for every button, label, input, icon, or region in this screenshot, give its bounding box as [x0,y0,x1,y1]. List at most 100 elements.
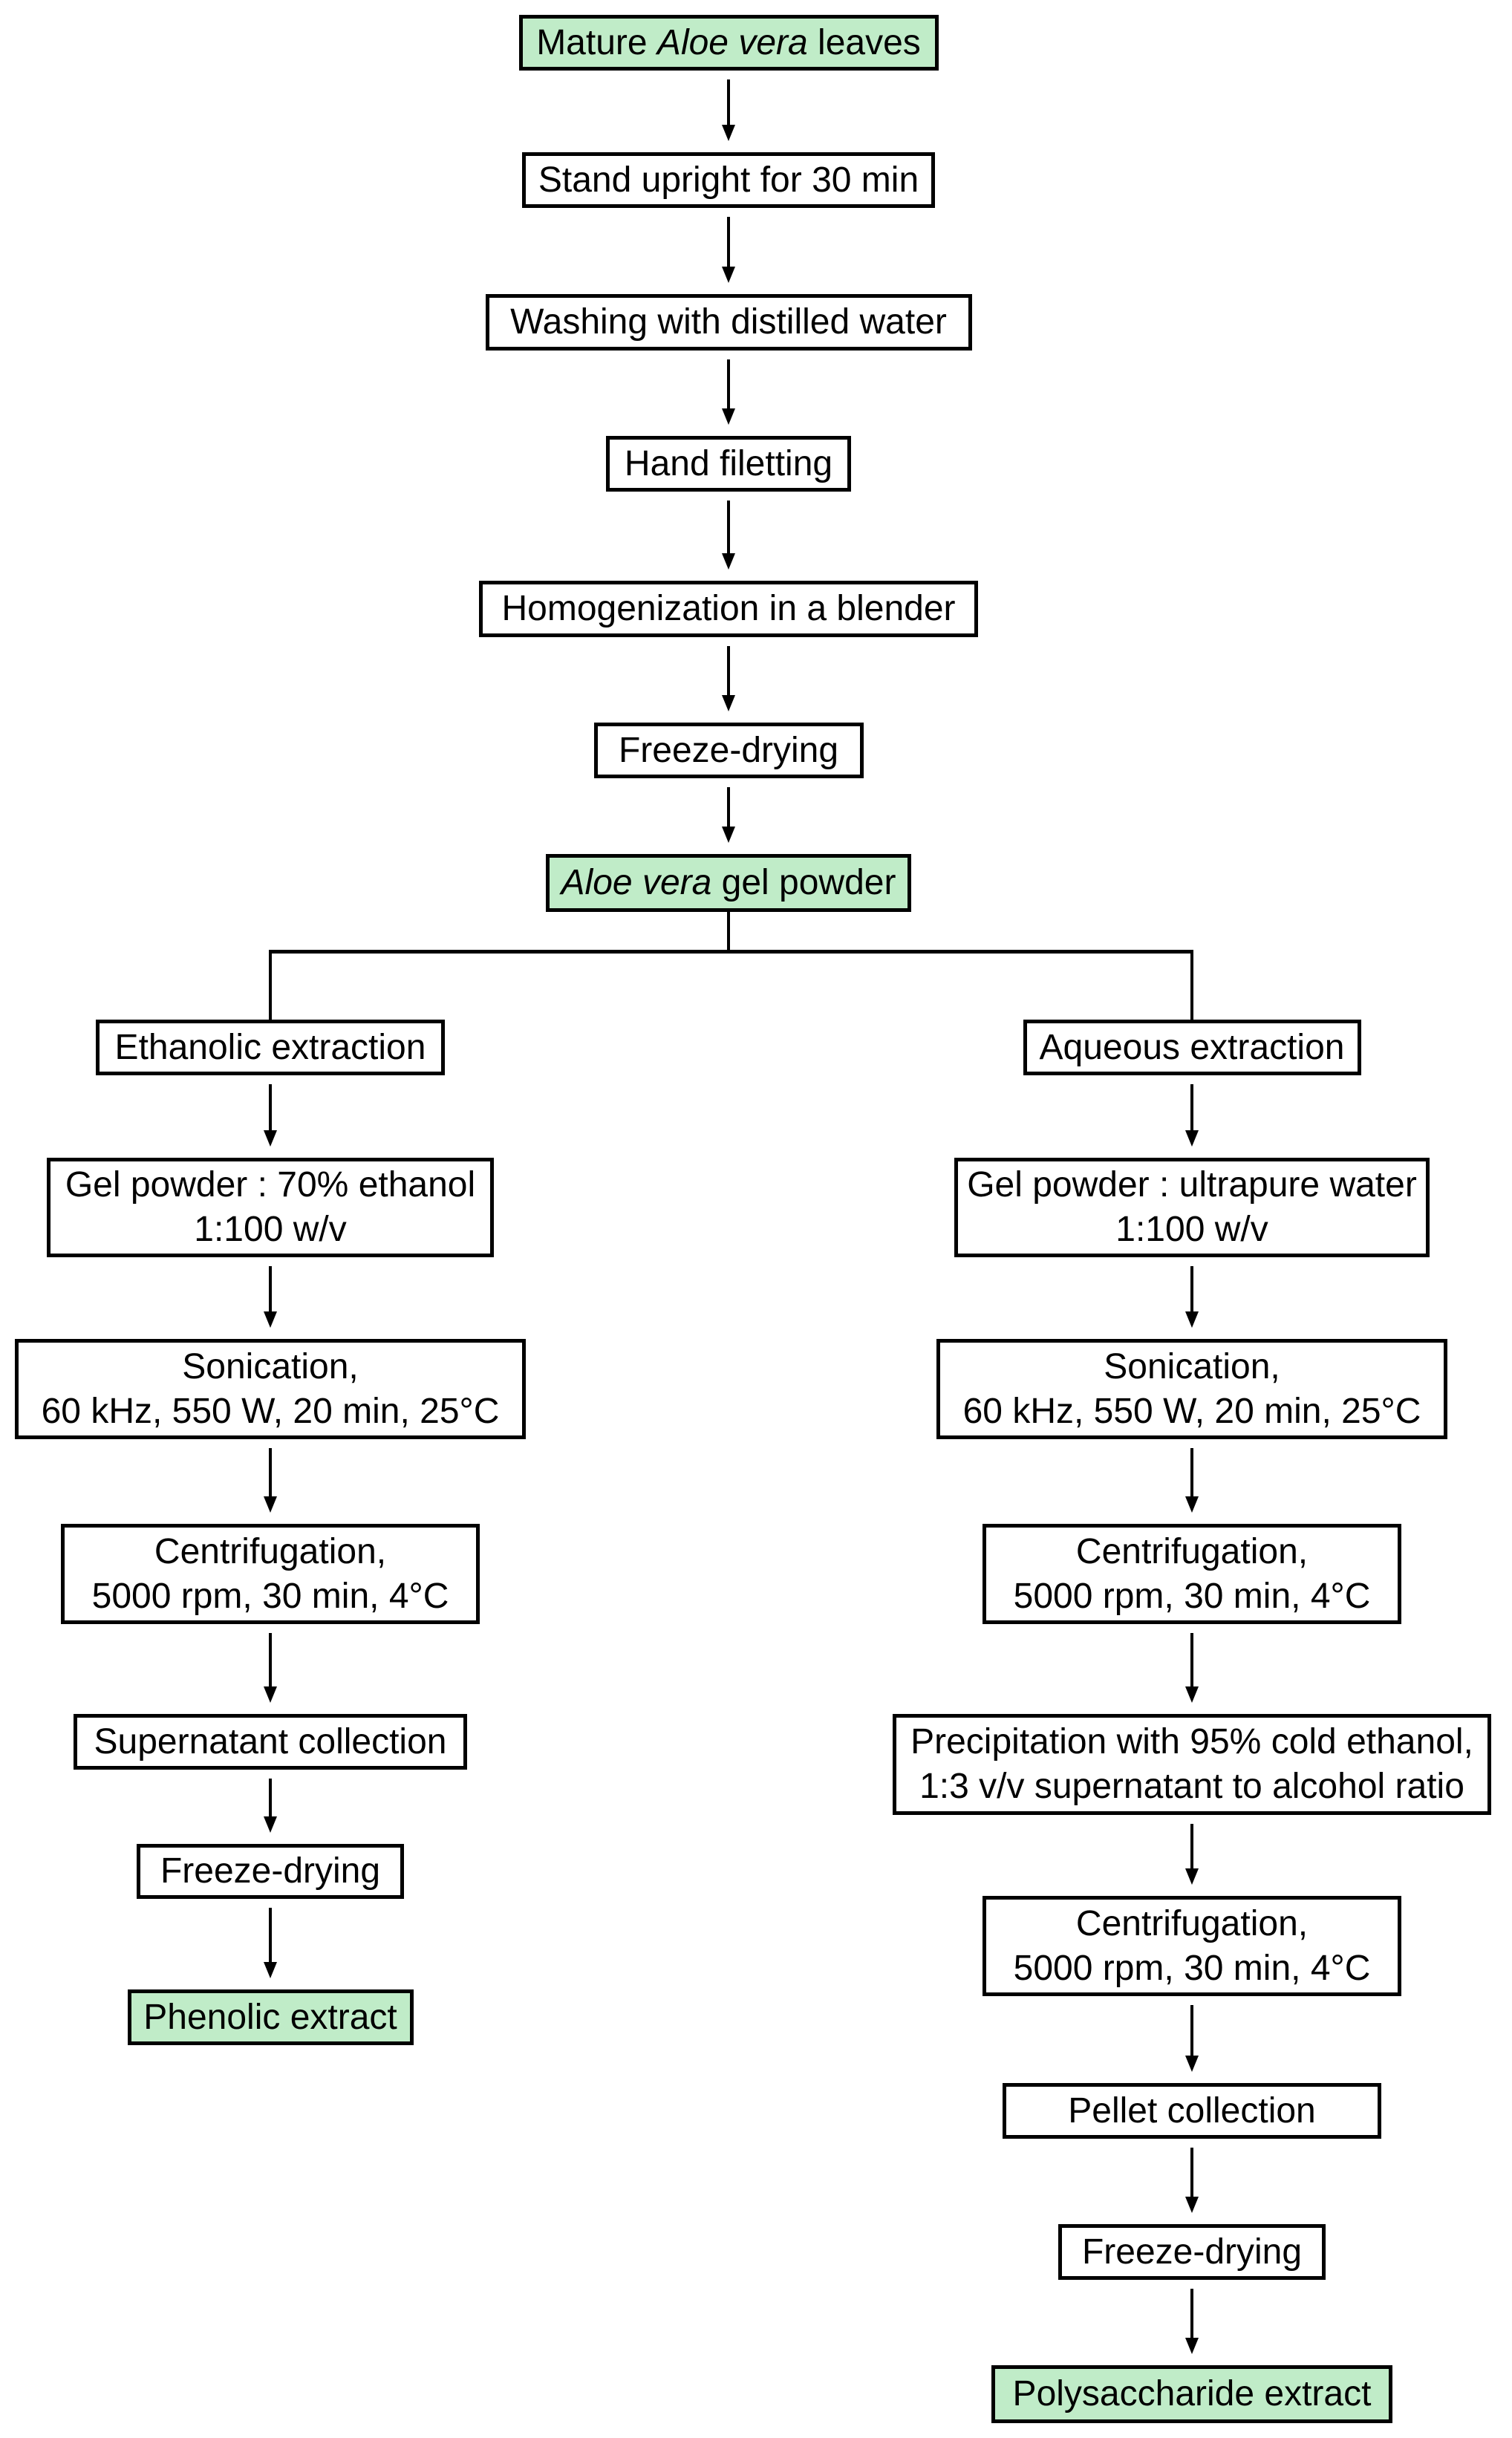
node-label-segment: 5000 rpm, 30 min, 4°C [91,1576,449,1616]
node-label-segment: Supernatant collection [94,1721,447,1761]
arrow-washing-to-hand-filetting [722,359,735,425]
node-label-segment: Sonication, [182,1346,359,1386]
node-sonication-right: Sonication,60 kHz, 550 W, 20 min, 25°C [936,1339,1447,1439]
arrow-head [264,1311,277,1328]
node-label-line: Phenolic extract [143,1995,397,2040]
node-label-segment: Washing with distilled water [510,302,947,342]
node-label-line: Gel powder : ultrapure water [967,1163,1417,1207]
arrow-centrifugation-right-2-to-pellet-collection [1185,2005,1199,2072]
node-label-line: Mature Aloe vera leaves [536,21,921,65]
node-label-segment: Stand upright for 30 min [538,160,919,200]
arrow-pellet-collection-to-freeze-drying-right [1185,2148,1199,2213]
node-label-line: Centrifugation, [1076,1530,1308,1574]
node-label-segment: Freeze-drying [1081,2232,1303,2272]
node-stand-upright: Stand upright for 30 min [522,152,935,208]
arrow-sonication-right-to-centrifugation-right [1185,1448,1199,1513]
node-label-segment-italic: Aloe vera [656,22,808,62]
arrow-head [1185,2197,1199,2213]
node-label-line: Aloe vera gel powder [561,861,896,905]
arrow-precipitation-to-centrifugation-right-2 [1185,1824,1199,1885]
arrow-head [722,408,735,425]
branch-connector [269,910,1193,1023]
node-label-segment: 1:100 w/v [194,1210,347,1249]
node-label-line: Sonication, [1104,1345,1280,1389]
node-label-segment: Aqueous extraction [1039,1027,1345,1067]
node-homogenization: Homogenization in a blender [479,581,978,637]
node-sonication-left: Sonication, 60 kHz, 550 W, 20 min, 25°C [15,1339,526,1439]
node-label-line: Polysaccharide extract [1013,2372,1372,2416]
arrow-mature-leaves-to-stand-upright [722,79,735,141]
arrow-head [264,1962,277,1978]
arrow-ethanolic-extraction-to-gel-powder-ethanol [264,1084,277,1147]
arrow-supernatant-collection-to-freeze-drying-left [264,1779,277,1833]
arrow-stand-upright-to-washing [722,217,735,283]
node-label-segment: 5000 rpm, 30 min, 4°C [1013,1948,1371,1988]
node-label-segment: Freeze-drying [618,730,839,770]
arrow-head [264,1816,277,1833]
arrow-head [1185,1311,1199,1328]
node-phenolic-extract: Phenolic extract [127,1989,414,2045]
node-label-segment: 60 kHz, 550 W, 20 min, 25°C [962,1391,1421,1431]
node-gel-powder: Aloe vera gel powder [546,854,911,912]
arrow-head [722,827,735,843]
node-label-segment: Centrifugation, [1075,1531,1309,1571]
node-hand-filetting: Hand filetting [606,436,851,492]
node-centrifugation-right: Centrifugation,5000 rpm, 30 min, 4°C [983,1524,1401,1624]
node-label-line: Centrifugation, [1076,1902,1308,1946]
arrow-head [1185,2056,1199,2072]
node-washing: Washing with distilled water [485,294,972,351]
arrow-head [1185,1868,1199,1885]
node-label-segment: Homogenization in a blender [501,589,956,628]
node-label-line: Centrifugation, [154,1530,386,1574]
node-label-line: 5000 rpm, 30 min, 4°C [1014,1574,1371,1619]
node-centrifugation-right-2: Centrifugation, 5000 rpm, 30 min, 4°C [983,1896,1401,1996]
node-label-line: Aqueous extraction [1040,1026,1345,1070]
node-label-segment: Hand filetting [624,443,833,483]
node-freeze-drying-right: Freeze-drying [1058,2224,1326,2280]
arrow-freeze-drying-1-to-gel-powder [722,787,735,843]
node-label-segment: 1:3 v/v supernatant to alcohol ratio [919,1767,1464,1806]
node-label-segment: leaves [807,22,921,62]
arrow-head [264,1686,277,1703]
node-label-line: 60 kHz, 550 W, 20 min, 25°C [963,1389,1421,1434]
node-label-segment: Precipitation with 95% cold ethanol, [910,1722,1473,1761]
node-label-line: 1:100 w/v [1115,1207,1268,1252]
node-label-line: 5000 rpm, 30 min, 4°C [1014,1946,1371,1991]
node-label-line: 1:100 w/v [194,1207,346,1252]
node-label-line: Homogenization in a blender [501,587,955,631]
node-label-line: Precipitation with 95% cold ethanol, [910,1720,1473,1764]
node-label-line: Freeze-drying [1082,2230,1302,2275]
node-label-segment: 60 kHz, 550 W, 20 min, 25°C [41,1391,500,1431]
arrow-hand-filetting-to-homogenization [722,501,735,570]
node-label-line: Sonication, [182,1345,359,1389]
arrow-head [264,1130,277,1147]
node-supernatant-collection: Supernatant collection [74,1714,467,1770]
node-label-line: 1:3 v/v supernatant to alcohol ratio [919,1764,1464,1809]
arrow-gel-powder-ethanol-to-sonication-left [264,1266,277,1328]
node-label-segment-italic: Aloe vera [561,863,712,902]
arrow-head [722,695,735,711]
node-label-line: Gel powder : 70% ethanol [65,1163,475,1207]
node-label-line: Freeze-drying [160,1849,380,1894]
arrow-head [722,267,735,283]
node-label-line: Supernatant collection [94,1720,447,1764]
node-label-segment: Phenolic extract [143,1997,397,2037]
node-label-segment: Centrifugation, [1075,1903,1309,1943]
node-label-segment: Pellet collection [1068,2090,1316,2131]
node-aqueous-extraction: Aqueous extraction [1023,1020,1361,1075]
arrow-freeze-drying-left-to-phenolic-extract [264,1908,277,1978]
node-label-segment: Gel powder : ultrapure water [967,1165,1417,1205]
node-ethanolic-extraction: Ethanolic extraction [96,1020,445,1075]
node-freeze-drying-left: Freeze-drying [137,1844,404,1899]
node-label-segment: Mature [536,22,657,62]
arrow-gel-powder-water-to-sonication-right [1185,1266,1199,1328]
node-label-line: Stand upright for 30 min [538,158,919,203]
node-label-segment: Polysaccharide extract [1012,2374,1372,2413]
arrow-head [1185,1496,1199,1513]
node-polysaccharide-extract: Polysaccharide extract [991,2365,1392,2423]
node-label-line: Hand filetting [625,442,832,486]
